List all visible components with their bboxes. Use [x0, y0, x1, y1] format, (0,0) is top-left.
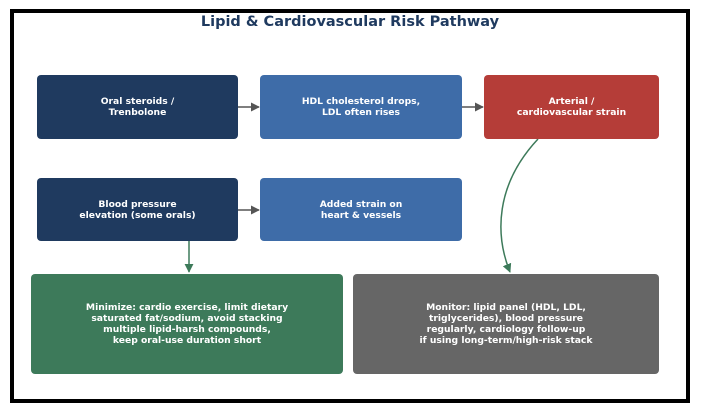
node-minimize: Minimize: cardio exercise, limit dietary…	[31, 274, 343, 374]
arrow-arterial-to-monitor	[500, 138, 539, 273]
node-added-strain: Added strain on heart & vessels	[260, 178, 462, 241]
node-monitor: Monitor: lipid panel (HDL, LDL, triglyce…	[353, 274, 659, 374]
node-hdl-drops: HDL cholesterol drops, LDL often rises	[260, 75, 462, 139]
node-oral-steroids: Oral steroids / Trenbolone	[37, 75, 238, 139]
node-arterial-strain: Arterial / cardiovascular strain	[484, 75, 659, 139]
node-blood-pressure: Blood pressure elevation (some orals)	[37, 178, 238, 241]
diagram-title: Lipid & Cardiovascular Risk Pathway	[200, 14, 500, 30]
